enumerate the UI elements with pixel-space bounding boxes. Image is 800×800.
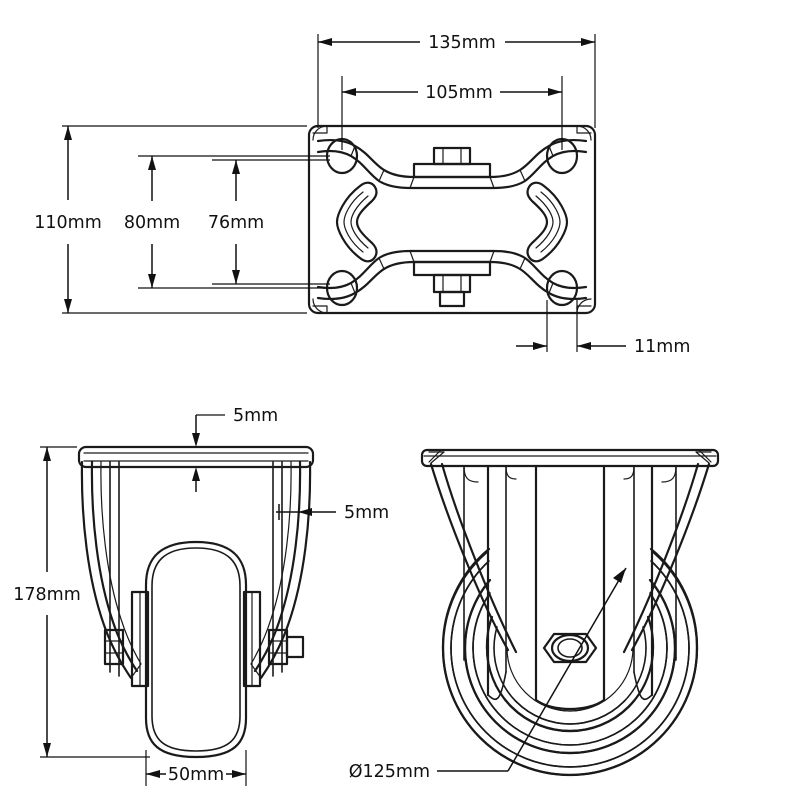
dimension-80mm-label: 80mm bbox=[124, 213, 180, 233]
side-view-left-leg bbox=[80, 460, 142, 680]
dimension-80mm: 80mm bbox=[124, 155, 330, 289]
dimension-5mm-plate-label: 5mm bbox=[233, 406, 278, 426]
dimension-76mm-label: 76mm bbox=[208, 213, 264, 233]
dimension-105mm-label: 105mm bbox=[425, 83, 493, 103]
front-view-top-plate bbox=[420, 448, 720, 468]
side-view-hub bbox=[130, 590, 262, 688]
dimension-5mm-leg: 5mm bbox=[276, 503, 389, 523]
dimension-50mm-label: 50mm bbox=[168, 765, 224, 785]
dimension-178mm-label: 178mm bbox=[13, 585, 81, 605]
top-plate-outline bbox=[307, 124, 597, 315]
dimension-125mm: Ø125mm bbox=[349, 567, 627, 782]
top-view-axle-bolt-lower bbox=[412, 260, 492, 308]
dimension-11mm-label: 11mm bbox=[634, 337, 690, 357]
side-view-wheel bbox=[144, 540, 248, 759]
side-view-right-leg bbox=[250, 460, 312, 680]
dimension-11mm: 11mm bbox=[516, 300, 690, 357]
dimension-135mm: 135mm bbox=[317, 33, 596, 128]
dimension-76mm: 76mm bbox=[208, 159, 330, 285]
side-view-axle-bolt-left bbox=[103, 628, 125, 666]
top-view-axle-bolt-upper bbox=[412, 146, 492, 179]
front-view-fork-ribs bbox=[463, 464, 677, 710]
dimension-110mm-label: 110mm bbox=[34, 213, 102, 233]
side-view-top-plate bbox=[77, 445, 315, 469]
side-view-axle-bolt-right bbox=[267, 628, 305, 666]
dimension-135mm-label: 135mm bbox=[428, 33, 496, 53]
dimension-125mm-label: Ø125mm bbox=[349, 762, 430, 782]
plate-curved-slots bbox=[335, 181, 569, 263]
front-view: Ø125mm bbox=[349, 440, 720, 782]
dimension-5mm-plate: 5mm bbox=[192, 406, 278, 492]
side-view: 5mm 5mm 178mm 50mm bbox=[13, 406, 389, 786]
dimension-105mm: 105mm bbox=[341, 76, 563, 150]
dimension-50mm: 50mm bbox=[145, 750, 247, 786]
dimension-178mm: 178mm bbox=[13, 446, 150, 758]
front-view-hub-nut bbox=[542, 632, 598, 664]
dimension-110mm: 110mm bbox=[34, 125, 307, 314]
dimension-5mm-leg-label: 5mm bbox=[344, 503, 389, 523]
top-view: 135mm 105mm 110mm bbox=[34, 33, 690, 357]
front-view-wheel-lower-arcs bbox=[441, 646, 699, 777]
